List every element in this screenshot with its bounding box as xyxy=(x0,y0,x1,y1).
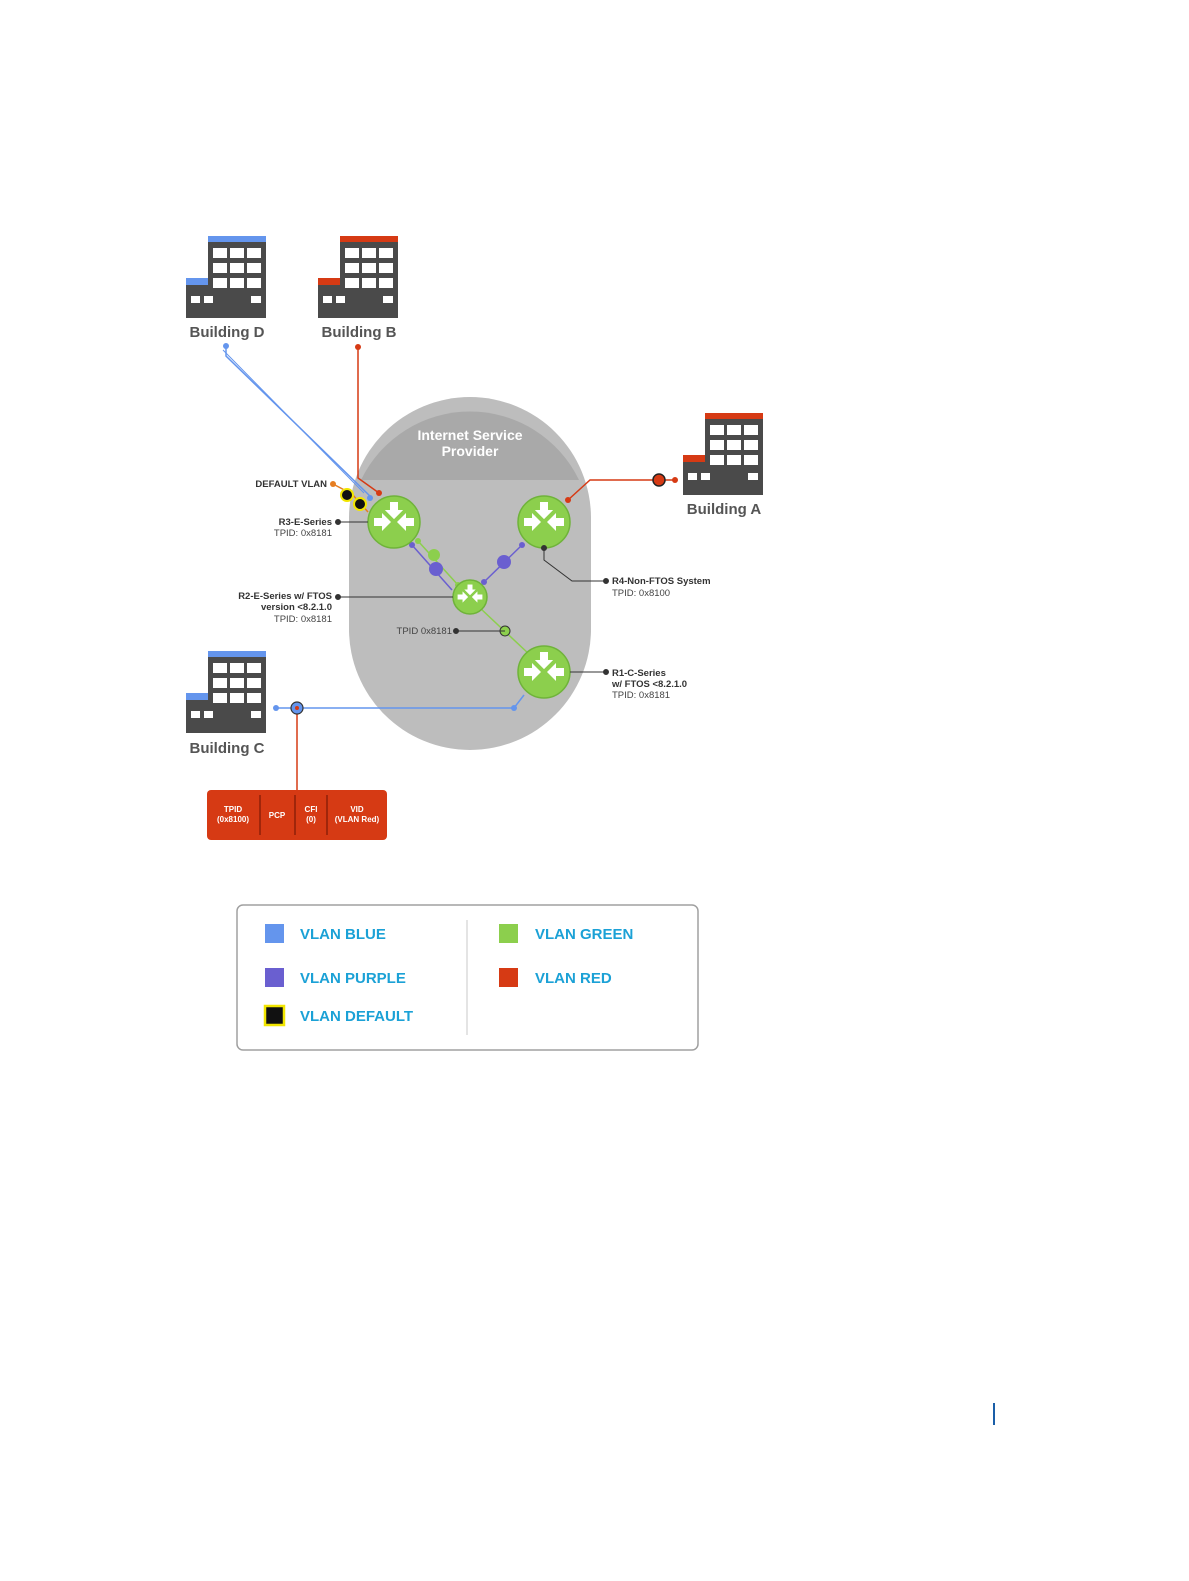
building-a-icon xyxy=(683,413,763,495)
legend-label-green: VLAN GREEN xyxy=(535,926,633,943)
frame-field-4-line1: VID xyxy=(350,805,364,814)
legend-label-blue: VLAN BLUE xyxy=(300,926,386,943)
frame-field-3-line1: CFI xyxy=(305,805,318,814)
legend-label-red: VLAN RED xyxy=(535,970,612,987)
router-r1 xyxy=(517,645,571,699)
legend-swatch-blue xyxy=(265,924,284,943)
building-c-name: Building C xyxy=(190,740,265,757)
building-a: Building A xyxy=(683,413,763,518)
building-d: Building D xyxy=(186,236,266,341)
building-d-name: Building D xyxy=(190,324,265,341)
building-b: Building B xyxy=(318,236,398,341)
legend-swatch-purple xyxy=(265,968,284,987)
dot-purple-r4-r2 xyxy=(497,555,511,569)
r4-name: R4-Non-FTOS System xyxy=(612,576,711,587)
r1-name-line1: R1-C-Series xyxy=(612,668,666,679)
legend-swatch-green xyxy=(499,924,518,943)
legend-label-default: VLAN DEFAULT xyxy=(300,1008,413,1025)
page-margin-bar xyxy=(993,1403,995,1425)
building-d-icon xyxy=(186,236,266,318)
vlan-frame: TPID (0x8100) PCP CFI (0) VID (VLAN Red) xyxy=(207,790,387,840)
building-a-name: Building A xyxy=(687,501,762,518)
label-leaders xyxy=(335,519,609,675)
dot-blue-d xyxy=(223,343,229,349)
link-red-building-a xyxy=(567,479,675,501)
frame-field-1-line2: (0x8100) xyxy=(217,815,249,824)
router-r4 xyxy=(517,495,571,549)
router-r3 xyxy=(367,495,421,549)
r4-tpid: TPID: 0x8100 xyxy=(612,588,670,599)
r3-tpid: TPID: 0x8181 xyxy=(274,528,332,539)
r2-name-line2: version <8.2.1.0 xyxy=(261,602,332,613)
tpid-link-label: TPID 0x8181 xyxy=(397,626,452,637)
legend-label-purple: VLAN PURPLE xyxy=(300,970,406,987)
router-r2 xyxy=(452,579,488,615)
dot-default-vlan-2 xyxy=(353,497,367,511)
frame-field-3-line2: (0) xyxy=(306,815,316,824)
isp-cloud: Internet Service Provider xyxy=(349,397,591,750)
dot-green-r3-r2 xyxy=(428,549,440,561)
r2-name-line1: R2-E-Series w/ FTOS xyxy=(238,591,332,602)
dot-default-vlan-1 xyxy=(340,488,354,502)
building-c-icon xyxy=(186,651,266,733)
isp-title-line1: Internet Service xyxy=(417,427,522,443)
frame-field-2-line1: PCP xyxy=(269,811,286,820)
dot-red-a-marker xyxy=(652,473,666,487)
dot-purple-r3-r2 xyxy=(429,562,443,576)
isp-title-line2: Provider xyxy=(442,443,499,459)
building-c: Building C xyxy=(186,651,266,757)
router-labels: R3-E-Series TPID: 0x8181 R2-E-Series w/ … xyxy=(238,479,710,701)
r1-name-line2: w/ FTOS <8.2.1.0 xyxy=(611,679,687,690)
building-b-icon xyxy=(318,236,398,318)
r3-name: R3-E-Series xyxy=(279,517,332,528)
legend-swatch-red xyxy=(499,968,518,987)
frame-field-4-line2: (VLAN Red) xyxy=(335,815,380,824)
legend: VLAN BLUE VLAN PURPLE VLAN DEFAULT VLAN … xyxy=(236,904,699,1051)
building-b-name: Building B xyxy=(322,324,397,341)
default-vlan-label: DEFAULT VLAN xyxy=(255,479,327,490)
link-blue-building-d xyxy=(225,347,373,499)
dot-red-b xyxy=(355,344,361,350)
frame-field-1-line1: TPID xyxy=(224,805,242,814)
r2-tpid: TPID: 0x8181 xyxy=(274,614,332,625)
r1-tpid: TPID: 0x8181 xyxy=(612,690,670,701)
link-red-building-b xyxy=(357,347,380,494)
legend-swatch-default xyxy=(263,1004,286,1027)
